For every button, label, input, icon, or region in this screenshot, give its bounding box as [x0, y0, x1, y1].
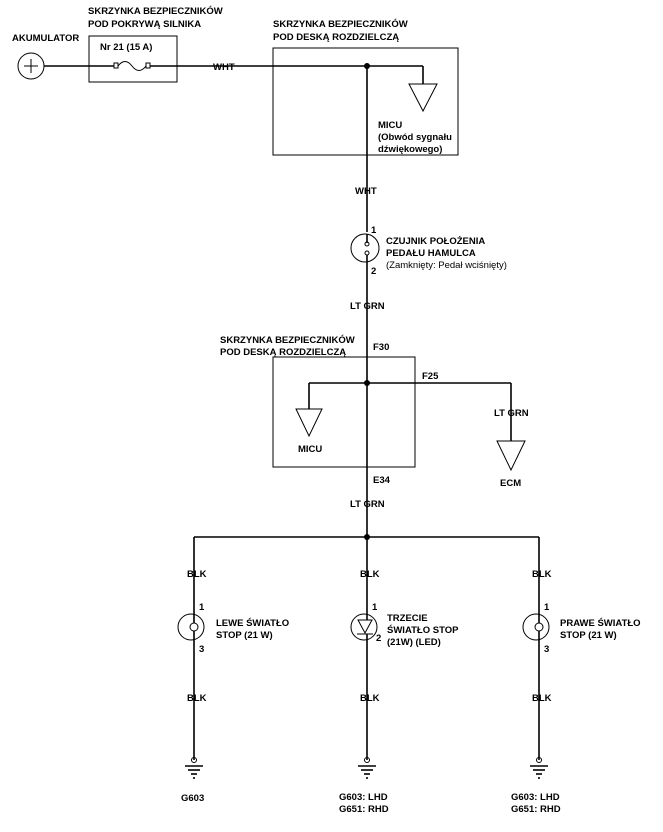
- pin-f25: F25: [422, 371, 439, 382]
- brake-pedal-switch-symbol: [350, 233, 380, 263]
- wire-label-blk-mid-top: BLK: [360, 569, 380, 580]
- dash-box-top-title-2: POD DESKĄ ROZDZIELCZĄ: [273, 32, 399, 43]
- ground-left-label: G603: [181, 793, 204, 804]
- right-lamp-label-1: PRAWE ŚWIATŁO: [560, 617, 641, 629]
- left-lamp-pin-3: 3: [199, 644, 204, 655]
- micu-top-label-3: dźwiękowego): [378, 144, 442, 155]
- micu-bottom-label: MICU: [298, 444, 322, 455]
- ground-right-label-1: G603: LHD: [511, 792, 560, 803]
- wire-label-lt-grn-ecm: LT GRN: [494, 408, 529, 419]
- brake-switch-label-2: PEDAŁU HAMULCA: [386, 248, 476, 259]
- fuse-21-label: Nr 21 (15 A): [100, 42, 152, 53]
- micu-top-label-2: (Obwód sygnału: [378, 132, 452, 143]
- middle-lamp-pin-2: 2: [376, 633, 381, 644]
- right-lamp-pin-3: 3: [544, 644, 549, 655]
- wire-label-blk-left-top: BLK: [187, 569, 207, 580]
- left-lamp-pin-1: 1: [199, 602, 205, 613]
- left-stop-lamp-symbol: [177, 613, 205, 641]
- middle-lamp-pin-1: 1: [372, 602, 378, 613]
- middle-lamp-label-1: TRZECIE: [387, 613, 428, 624]
- brake-switch-label-1: CZUJNIK POŁOŻENIA: [386, 236, 485, 247]
- ground-middle-label-2: G651: RHD: [339, 804, 389, 815]
- right-lamp-pin-1: 1: [544, 602, 550, 613]
- micu-ground-symbol-bottom: [295, 408, 323, 438]
- left-lamp-label-1: LEWE ŚWIATŁO: [216, 617, 289, 629]
- pin-e34: E34: [373, 475, 391, 486]
- wire-label-blk-right-top: BLK: [532, 569, 552, 580]
- brake-switch-pin-1: 1: [371, 225, 377, 236]
- dash-box-bottom-title-2: POD DESKĄ ROZDZIELCZĄ: [220, 347, 346, 358]
- fuse-symbol: [117, 61, 147, 71]
- battery-label: AKUMULATOR: [12, 33, 79, 44]
- micu-ground-symbol-top: [408, 83, 438, 113]
- left-lamp-label-2: STOP (21 W): [216, 630, 273, 641]
- underhood-box-title-1: SKRZYNKA BEZPIECZNIKÓW: [88, 5, 223, 17]
- right-stop-lamp-symbol: [522, 613, 550, 641]
- dash-fuse-box-bottom: [272, 356, 416, 468]
- wire-label-wht-horizontal: WHT: [213, 62, 235, 73]
- wire-label-lt-grn-1: LT GRN: [350, 301, 385, 312]
- wire-label-lt-grn-2: LT GRN: [350, 499, 385, 510]
- pin-f30: F30: [373, 342, 389, 353]
- dash-box-top-title-1: SKRZYNKA BEZPIECZNIKÓW: [273, 18, 408, 30]
- dash-box-bottom-title-1: SKRZYNKA BEZPIECZNIKÓW: [220, 334, 355, 346]
- micu-top-label-1: MICU: [378, 120, 402, 131]
- wire-label-blk-mid-bottom: BLK: [360, 693, 380, 704]
- ground-middle-label-1: G603: LHD: [339, 792, 388, 803]
- third-stop-lamp-symbol: [350, 613, 378, 641]
- underhood-fuse-box: [88, 35, 178, 83]
- wire-label-blk-left-bottom: BLK: [187, 693, 207, 704]
- brake-switch-pin-2: 2: [371, 266, 376, 277]
- brake-switch-label-3: (Zamknięty: Pedał wciśnięty): [386, 260, 507, 271]
- right-lamp-label-2: STOP (21 W): [560, 630, 617, 641]
- middle-lamp-label-3: (21W) (LED): [387, 637, 441, 648]
- ground-right-label-2: G651: RHD: [511, 804, 561, 815]
- dash-fuse-box-top: [272, 47, 459, 156]
- ecm-symbol: [496, 440, 526, 472]
- underhood-box-title-2: POD POKRYWĄ SILNIKA: [88, 19, 201, 30]
- ecm-label: ECM: [500, 478, 521, 489]
- wire-label-blk-right-bottom: BLK: [532, 693, 552, 704]
- wire-label-wht-vertical: WHT: [355, 186, 377, 197]
- middle-lamp-label-2: ŚWIATŁO STOP: [387, 624, 459, 636]
